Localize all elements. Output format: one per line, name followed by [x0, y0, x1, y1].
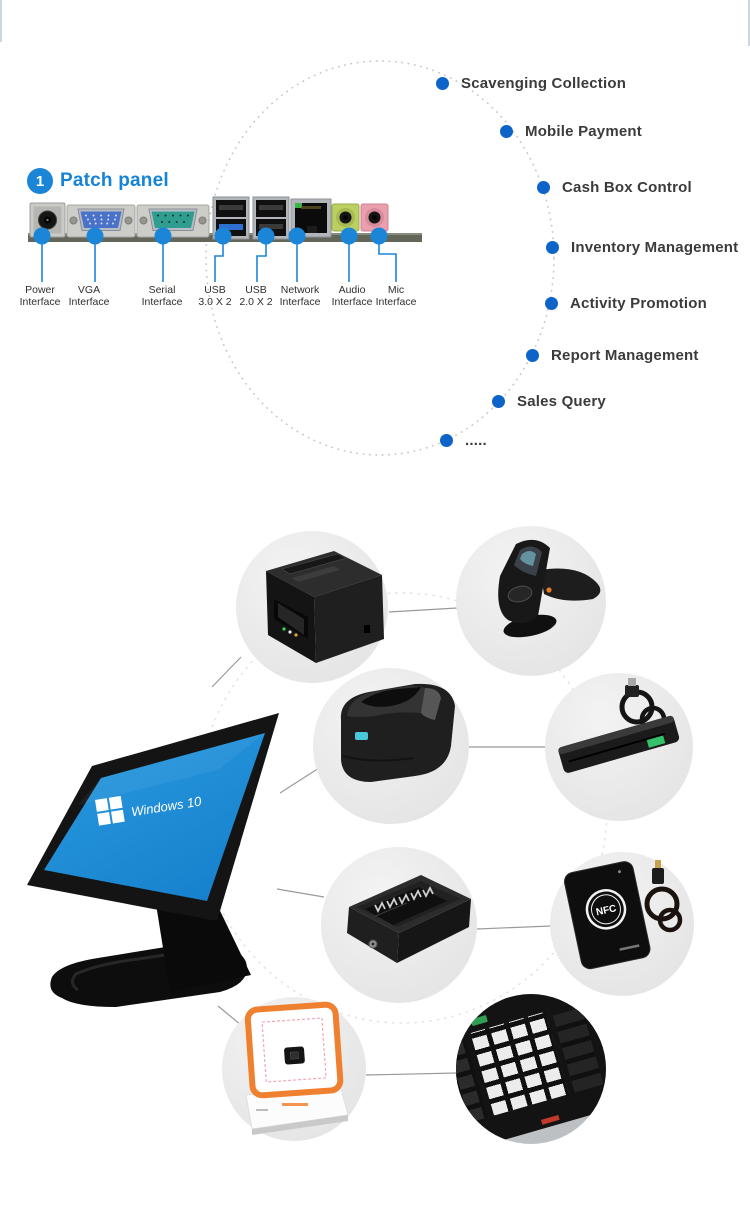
feature-item: Mobile Payment — [500, 123, 642, 140]
feature-label: Activity Promotion — [570, 295, 707, 312]
usb3-ports — [212, 196, 250, 240]
serial-port — [136, 204, 210, 238]
keypad-photo — [456, 994, 606, 1144]
keypad-board — [456, 994, 606, 1144]
feature-ring-dotted-circle — [205, 60, 555, 456]
keypad-red-mark — [540, 1114, 560, 1125]
feature-item: ..... — [440, 432, 487, 449]
card-reader-photo — [545, 673, 693, 821]
feature-item: Sales Query — [492, 393, 606, 410]
barcode-scanner-photo — [456, 526, 606, 676]
keypad-led-label — [470, 1015, 488, 1027]
feature-label: Mobile Payment — [525, 123, 642, 140]
bullet-dot-icon — [500, 125, 513, 138]
feature-label: Inventory Management — [571, 239, 739, 256]
audio-port — [331, 203, 360, 232]
feature-label: Scavenging Collection — [461, 75, 627, 92]
feature-item: Report Management — [526, 347, 699, 364]
feature-label: Report Management — [551, 347, 699, 364]
bullet-dot-icon — [492, 395, 505, 408]
bullet-dot-icon — [546, 241, 559, 254]
qr-payment-box-photo — [222, 997, 366, 1141]
receipt-printer-photo — [236, 531, 388, 683]
patch-panel-badge: 1 — [27, 168, 53, 194]
left-edge-mark — [0, 0, 2, 42]
pos-stand-neck — [156, 890, 251, 992]
feature-label: Sales Query — [517, 393, 606, 410]
bullet-dot-icon — [440, 434, 453, 447]
bullet-dot-icon — [526, 349, 539, 362]
vga-port — [66, 204, 136, 238]
feature-label: ..... — [465, 432, 487, 449]
bullet-dot-icon — [436, 77, 449, 90]
feature-item: Inventory Management — [546, 239, 738, 256]
mic-port — [360, 203, 389, 232]
bullet-dot-icon — [545, 297, 558, 310]
nfc-ring — [585, 889, 627, 930]
qr-scan-panel — [244, 1001, 344, 1099]
feature-item: Cash Box Control — [537, 179, 692, 196]
bullet-dot-icon — [537, 181, 550, 194]
keypad-white-keys — [470, 1011, 569, 1116]
nfc-label: NFC — [595, 903, 617, 918]
patch-panel-title: Patch panel — [60, 170, 169, 191]
right-edge-mark — [748, 0, 750, 46]
port-callout-lines — [41, 242, 397, 282]
cash-drawer-photo — [321, 847, 477, 1003]
nfc-card: NFC — [563, 861, 651, 970]
io-ports-photo — [28, 196, 422, 282]
pos-screen — [44, 733, 265, 901]
pos-terminal-photo: Windows 10 — [27, 713, 279, 1007]
feature-label: Cash Box Control — [562, 179, 692, 196]
nfc-reader-photo: NFC — [550, 852, 694, 996]
thermal-printer-photo — [313, 668, 469, 824]
port-callout-dots — [33, 227, 388, 245]
feature-item: Activity Promotion — [545, 295, 707, 312]
feature-item: Scavenging Collection — [436, 75, 626, 92]
